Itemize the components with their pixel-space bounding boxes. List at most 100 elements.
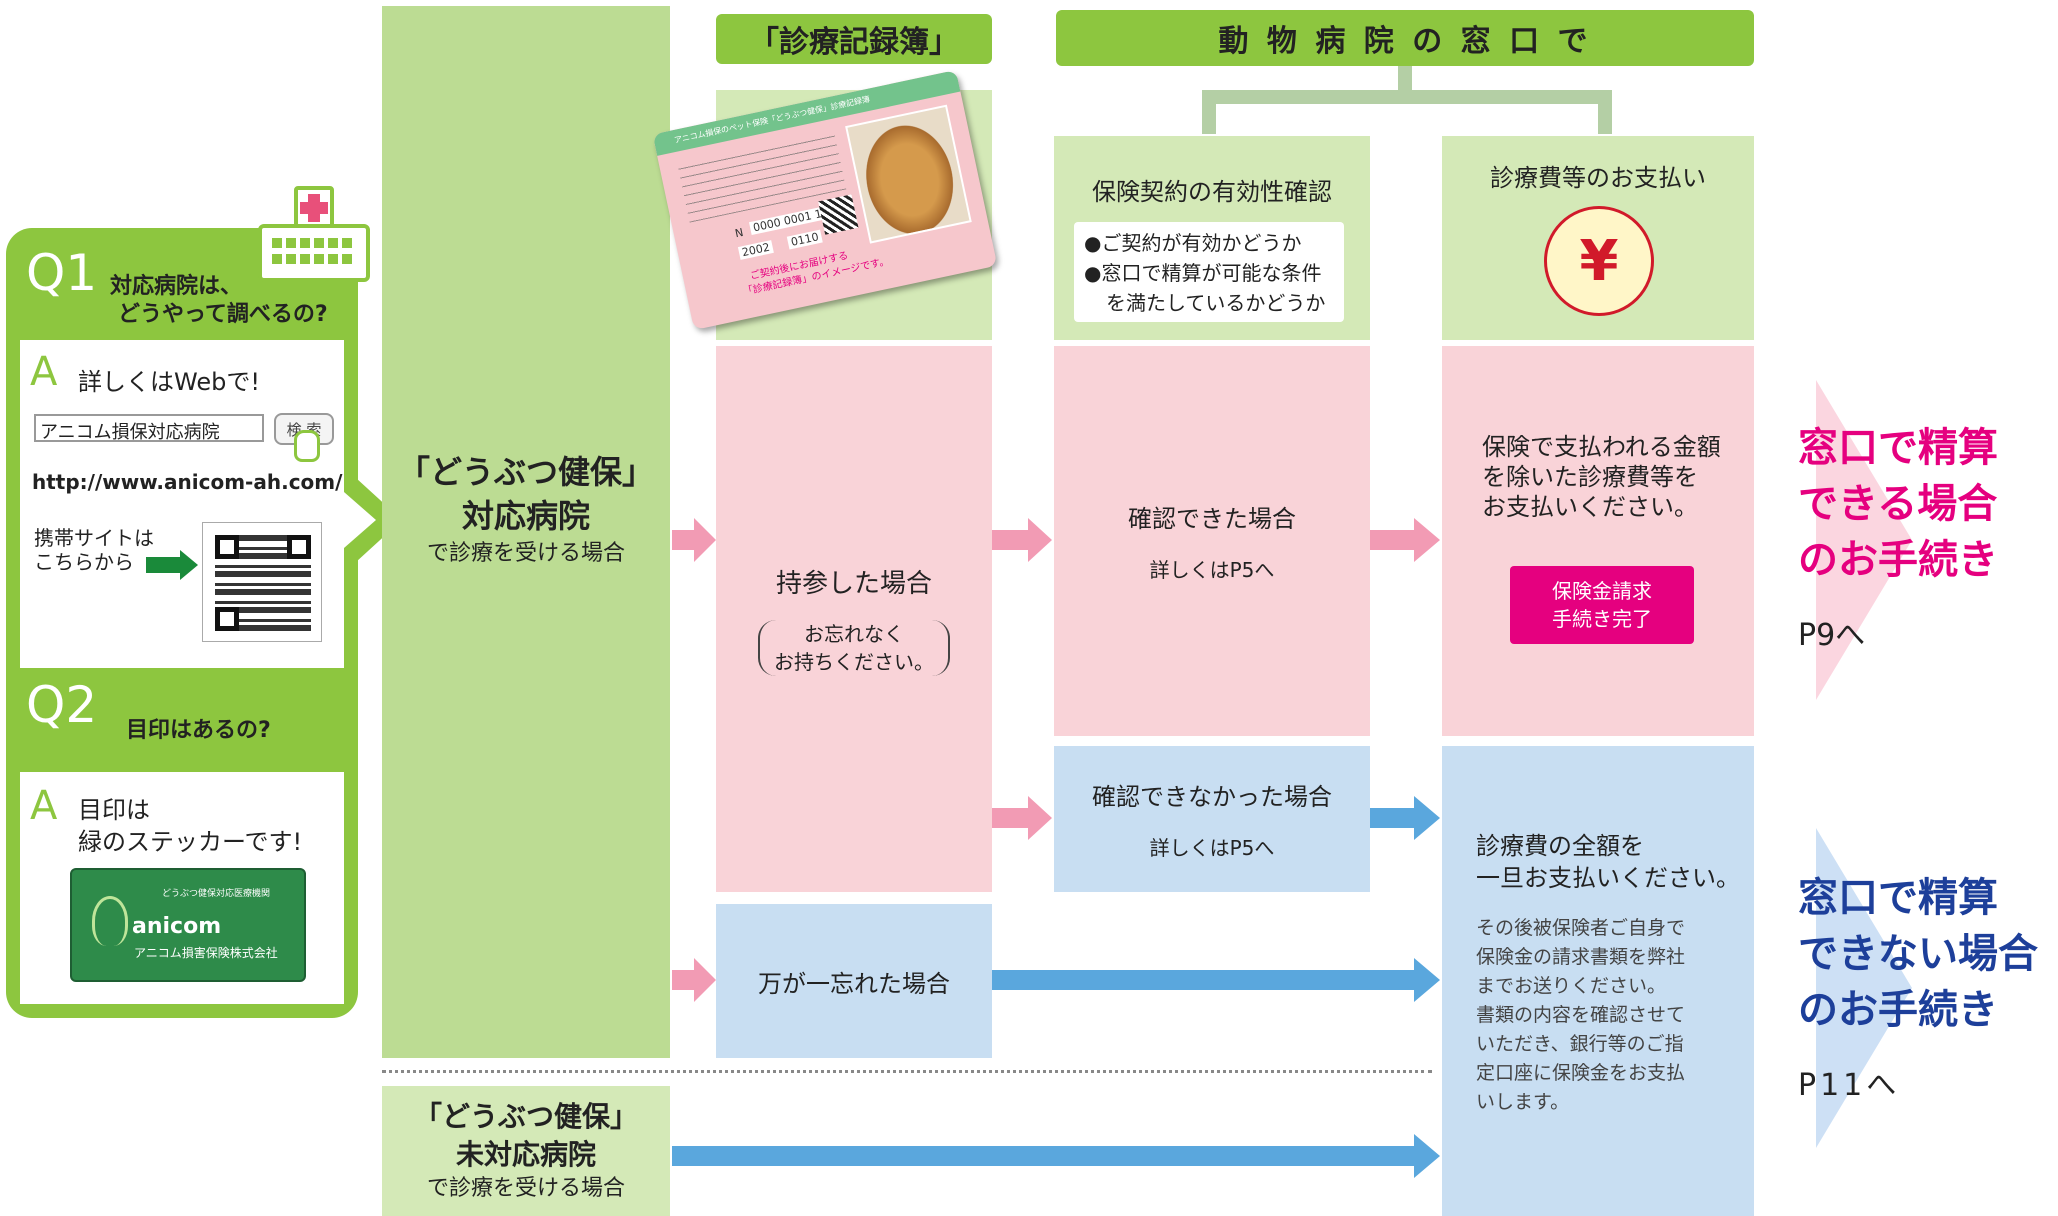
mobile-text-line1: 携帯サイトは [34,526,154,550]
detail-line: 保険金の請求書類を弊社 [1476,946,1686,968]
q2-answer-line2: 緑のステッカーです! [78,828,303,856]
brought-title: 持参した場合 [775,568,932,599]
claim-line2: 手続き完了 [1552,607,1652,631]
forgot-box: 万が一忘れた場合 [716,904,992,1058]
qr-code[interactable] [202,522,322,642]
full-line2: 一旦お支払いください。 [1476,864,1740,892]
detail-line: 定口座に保険金をお支払 [1476,1062,1686,1084]
record-book-header: 「診療記録簿」 [716,14,992,64]
clinic-counter-header: 動 物 病 院 の 窓 口 で [1056,10,1754,66]
partial-payment-box [1442,346,1754,736]
confirmed-ref: 詳しくはP5へ [1149,558,1275,582]
detail-line: までお送りください。 [1476,975,1667,997]
partial-line3: お支払いください。 [1482,493,1698,521]
verify-bullets: ●ご契約が有効かどうか ●窓口で精算が可能な条件 を満たしているかどうか [1074,222,1344,322]
not-confirmed-ref: 詳しくはP5へ [1149,836,1275,860]
result-no-line2: できない場合 [1798,931,2038,977]
result-yes-line2: できる場合 [1798,481,1998,527]
anicom-sticker: どうぶつ健保対応医療機関 anicom アニコム損害保険株式会社 [70,868,306,982]
arrow-right-icon [146,557,182,573]
verify-bullet2b: を満たしているかどうか [1106,291,1326,315]
q2-label: Q2 [26,676,98,734]
supported-title-line2: 対応病院 [461,497,590,535]
q1-answer-text: 詳しくはWebで! [78,368,260,396]
unsupported-title-line2: 未対応病院 [455,1138,596,1171]
header-connector-bar [1202,90,1612,104]
supported-subtitle: で診療を受ける場合 [426,541,625,566]
q1-question-line2: どうやって調べるの? [118,302,328,327]
unsupported-hospital-box: 「どうぶつ健保」 未対応病院 で診療を受ける場合 [382,1086,670,1216]
full-payment-text: 診療費の全額を 一旦お支払いください。 [1476,830,1740,894]
confirmed-title: 確認できた場合 [1128,505,1296,533]
yen-icon: ¥ [1544,206,1654,316]
sticker-company: アニコム損害保険株式会社 [134,946,278,960]
verify-title: 保険契約の有効性確認 [1092,178,1332,206]
website-url[interactable]: http://www.anicom-ah.com/ [32,470,343,494]
brought-note: お忘れなく お持ちください。 [758,619,950,676]
result-yes-chevron [1816,380,1912,700]
q1-label: Q1 [26,244,98,302]
search-input[interactable]: アニコム損保対応病院 [34,414,264,443]
detail-line: その後被保険者ご自身で [1476,917,1686,939]
arrow-right-icon-head [180,550,198,580]
q2-answer-mark: A [30,783,58,829]
supported-hospital-column [382,6,670,1058]
pink-arrow-1 [672,518,716,562]
detail-line: いただき、銀行等のご指 [1476,1033,1684,1055]
pink-arrow-5 [672,958,716,1002]
pointer-hand-icon [294,430,320,462]
detail-line: 書類の内容を確認させて [1476,1004,1686,1026]
full-line1: 診療費の全額を [1476,832,1644,860]
partial-line1: 保険で支払われる金額 [1482,433,1721,461]
result-no-line1: 窓口で精算 [1798,875,1998,921]
full-payment-box [1442,746,1754,1216]
full-payment-detail: その後被保険者ご自身で 保険金の請求書類を弊社 までお送りください。 書類の内容… [1476,914,1685,1117]
sticker-brand: anicom [132,914,222,939]
verify-bullet1: ●ご契約が有効かどうか [1084,231,1302,255]
brought-note-line1: お忘れなく [804,621,904,646]
result-no-chevron [1816,828,1912,1148]
blue-arrow-2 [992,958,1440,1002]
anicom-logo-icon [92,896,128,946]
payment-title: 診療費等のお支払い [1490,164,1706,192]
blue-arrow-1 [1370,796,1440,840]
result-yes-line3: のお手続き [1798,537,1998,583]
q1-question-line1: 対応病院は、 [110,274,243,299]
header-connector-left [1202,90,1216,134]
claim-line1: 保険金請求 [1552,579,1652,603]
verify-bullet2: ●窓口で精算が可能な条件 [1084,261,1322,285]
pink-arrow-4 [992,796,1052,840]
dotted-divider [382,1070,1432,1073]
partial-payment-text: 保険で支払われる金額 を除いた診療費等を お支払いください。 [1482,432,1721,522]
result-yes-label: 窓口で精算 できる場合 のお手続き [1798,420,1998,588]
q1-answer-mark: A [30,349,58,395]
supported-title-line1: 「どうぶつ健保」 [397,453,654,491]
result-yes-page-link[interactable]: P9へ [1798,618,1866,653]
confirmed-box: 確認できた場合 詳しくはP5へ [1054,346,1370,736]
result-no-page-link[interactable]: P11へ [1798,1068,1901,1103]
brought-box: 持参した場合 お忘れなく お持ちください。 [716,346,992,892]
supported-hospital-label: 「どうぶつ健保」 対応病院 で診療を受ける場合 [382,440,670,580]
pink-arrow-3 [1370,518,1440,562]
result-no-line3: のお手続き [1798,987,1998,1033]
brought-note-line2: お持ちください。 [774,649,934,674]
blue-arrow-3 [672,1134,1440,1178]
hospital-icon [258,186,370,286]
not-confirmed-box: 確認できなかった場合 詳しくはP5へ [1054,746,1370,892]
pink-arrow-2 [992,518,1052,562]
detail-line: いします。 [1476,1091,1570,1113]
panel-pointer-inner [344,492,376,548]
unsupported-subtitle: で診療を受ける場合 [426,1176,625,1201]
header-connector-right [1598,90,1612,134]
result-yes-line1: 窓口で精算 [1798,425,1998,471]
mobile-text-line2: こちらから [34,550,134,574]
q2-question: 目印はあるの? [126,718,271,743]
sticker-top-text: どうぶつ健保対応医療機関 [162,889,271,899]
header-connector-stem [1398,66,1412,96]
claim-complete-badge: 保険金請求 手続き完了 [1510,566,1694,644]
unsupported-title-line1: 「どうぶつ健保」 [413,1100,638,1133]
result-no-label: 窓口で精算 できない場合 のお手続き [1798,870,2038,1038]
q2-answer-line1: 目印は [78,796,150,824]
not-confirmed-title: 確認できなかった場合 [1092,783,1332,811]
